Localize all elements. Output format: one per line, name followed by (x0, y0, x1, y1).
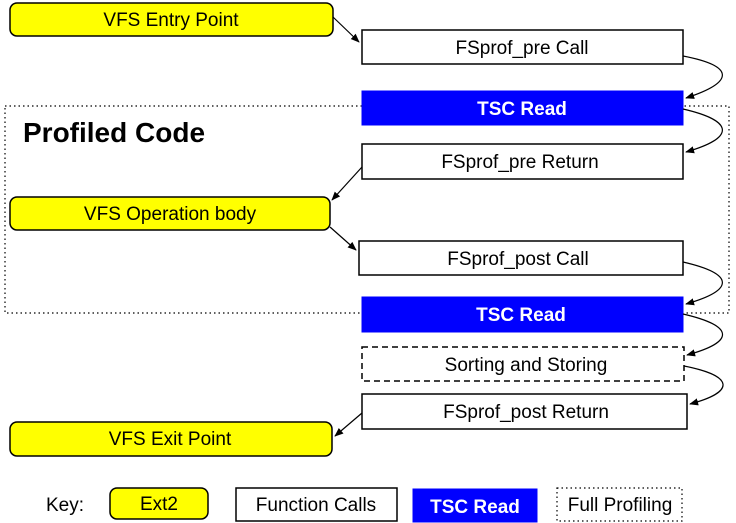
legend-full-profiling-label: Full Profiling (568, 495, 673, 516)
legend-ext2-label: Ext2 (140, 494, 178, 515)
node-tsc-read-2: TSC Read (361, 296, 684, 333)
edge-post-call-to-tsc2 (682, 261, 723, 306)
node-fsprof-pre-call: FSprof_pre Call (361, 29, 684, 65)
node-fsprof-pre-call-label: FSprof_pre Call (455, 38, 588, 59)
edge-pre-return-to-op-body (331, 166, 363, 201)
node-fsprof-pre-return-label: FSprof_pre Return (441, 152, 598, 173)
node-fsprof-post-call-label: FSprof_post Call (447, 249, 589, 270)
legend-item-tsc-read: TSC Read (412, 488, 538, 523)
node-vfs-operation-body-label: VFS Operation body (84, 204, 257, 225)
node-sorting-storing-label: Sorting and Storing (445, 355, 608, 376)
edge-tsc1-to-pre-return (682, 108, 723, 154)
node-fsprof-post-call: FSprof_post Call (358, 240, 684, 276)
edge-tsc2-to-sorting (682, 313, 723, 357)
node-vfs-entry-label: VFS Entry Point (103, 10, 239, 31)
edge-sorting-to-post-return (683, 365, 724, 406)
edge-op-body-to-post-call (329, 226, 357, 251)
edge-entry-to-pre-call (332, 16, 360, 43)
legend-item-full-profiling: Full Profiling (556, 487, 683, 522)
node-vfs-operation-body: VFS Operation body (9, 196, 331, 231)
edge-pre-call-to-tsc1 (682, 55, 723, 99)
legend-function-calls-label: Function Calls (256, 495, 376, 516)
node-vfs-exit-label: VFS Exit Point (109, 429, 232, 450)
legend: Key: Ext2 Function Calls TSC Read Full P… (46, 487, 683, 523)
node-fsprof-post-return: FSprof_post Return (361, 393, 688, 430)
node-tsc-read-1-label: TSC Read (477, 99, 567, 120)
node-vfs-entry: VFS Entry Point (9, 2, 334, 37)
legend-item-ext2: Ext2 (109, 487, 209, 520)
node-tsc-read-2-label: TSC Read (476, 305, 566, 326)
legend-item-function-calls: Function Calls (235, 487, 398, 522)
node-sorting-storing: Sorting and Storing (361, 346, 685, 382)
legend-tsc-read-label: TSC Read (430, 497, 520, 518)
region-title: Profiled Code (23, 117, 205, 148)
node-vfs-exit: VFS Exit Point (9, 421, 333, 457)
node-fsprof-pre-return: FSprof_pre Return (361, 143, 684, 180)
legend-label: Key: (46, 495, 84, 516)
node-fsprof-post-return-label: FSprof_post Return (443, 402, 609, 423)
edge-post-return-to-exit (334, 412, 363, 437)
node-tsc-read-1: TSC Read (361, 90, 684, 126)
